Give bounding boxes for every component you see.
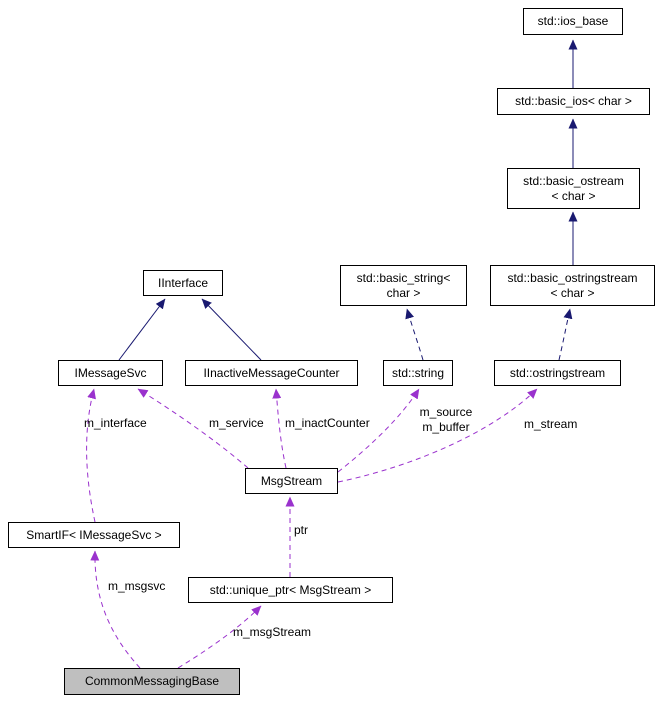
- node-label: std::basic_ios< char >: [515, 94, 632, 108]
- node-label: std::unique_ptr< MsgStream >: [209, 582, 372, 597]
- edge-label-m-source: m_source: [419, 405, 473, 419]
- edge-imessagesvc-to-iinterface: [118, 298, 166, 361]
- edge-ostringstream-to-basicostringstream: [558, 308, 573, 361]
- node-label: std::string: [391, 365, 445, 380]
- node-label: MsgStream: [260, 473, 323, 488]
- node-std-basic-string[interactable]: std::basic_string< char >: [340, 265, 467, 306]
- node-std-basic-ostream[interactable]: std::basic_ostream < char >: [507, 168, 640, 209]
- node-msgstream[interactable]: MsgStream: [245, 468, 338, 494]
- node-std-ostringstream[interactable]: std::ostringstream: [494, 360, 621, 386]
- node-label: SmartIF< IMessageSvc >: [26, 527, 162, 542]
- node-std-ios-base[interactable]: std::ios_base: [523, 8, 623, 35]
- edge-label-m-interface: m_interface: [84, 416, 147, 430]
- edge-label-m-inact-counter: m_inactCounter: [285, 416, 370, 430]
- node-label-line1: std::basic_ostringstream: [507, 270, 638, 285]
- node-std-string[interactable]: std::string: [383, 360, 453, 386]
- node-label: IMessageSvc: [74, 365, 147, 380]
- node-imessagesvc[interactable]: IMessageSvc: [58, 360, 163, 386]
- edge-label-m-source-m-buffer: m_source m_buffer: [410, 405, 482, 435]
- node-label: IInterface: [157, 275, 209, 290]
- edge-label-m-buffer: m_buffer: [422, 420, 470, 434]
- edge-label-m-msgsvc: m_msgsvc: [108, 579, 166, 593]
- node-std-basic-ostringstream[interactable]: std::basic_ostringstream < char >: [490, 265, 655, 306]
- node-common-messaging-base: CommonMessagingBase: [64, 668, 240, 695]
- edge-smartif-minterface: [86, 388, 96, 523]
- node-smartif-imessagesvc[interactable]: SmartIF< IMessageSvc >: [8, 522, 180, 548]
- node-std-unique-ptr-msgstream[interactable]: std::unique_ptr< MsgStream >: [188, 577, 393, 603]
- node-label-line2: < char >: [550, 285, 595, 300]
- node-label-line1: std::basic_ostream: [523, 173, 624, 188]
- node-label-line1: std::basic_string<: [356, 270, 451, 285]
- node-label: IInactiveMessageCounter: [203, 365, 340, 380]
- node-label: std::ostringstream: [509, 365, 606, 380]
- node-label: CommonMessagingBase: [84, 674, 220, 688]
- node-std-basic-ios[interactable]: std::basic_ios< char >: [497, 88, 650, 115]
- edge-label-m-stream: m_stream: [524, 417, 578, 431]
- node-label-line2: < char >: [551, 188, 596, 203]
- node-iinterface[interactable]: IInterface: [143, 270, 223, 296]
- edge-string-to-basicstring: [405, 308, 424, 361]
- edge-label-ptr: ptr: [294, 523, 309, 537]
- edge-common-mmsgsvc: [90, 550, 141, 669]
- edge-msgstream-mstream: [337, 388, 538, 483]
- node-iinactive-message-counter[interactable]: IInactiveMessageCounter: [185, 360, 358, 386]
- node-label-line2: char >: [386, 285, 421, 300]
- node-label: std::ios_base: [537, 14, 609, 28]
- edge-iinactivecounter-to-iinterface: [201, 298, 262, 361]
- edge-label-m-msg-stream: m_msgStream: [233, 625, 312, 639]
- edge-label-m-service: m_service: [209, 416, 264, 430]
